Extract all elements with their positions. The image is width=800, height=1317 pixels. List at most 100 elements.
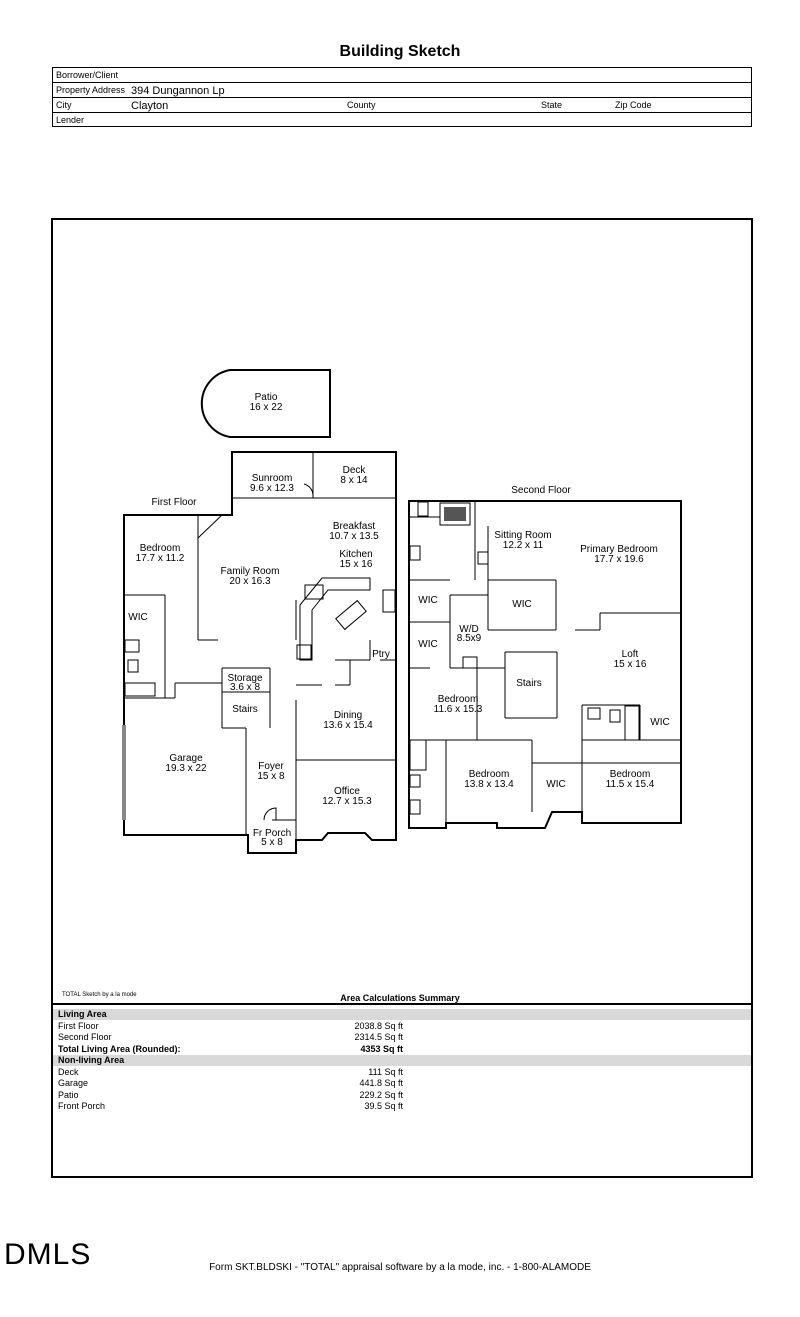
family-room-label: Family Room: [221, 566, 280, 577]
deck-label: Deck: [343, 465, 367, 476]
dmls-logo: DMLS: [4, 1238, 92, 1271]
bedroom2-dims: 11.6 x 15.3: [434, 704, 483, 715]
wic5-label: WIC: [650, 717, 669, 728]
garage-area-label: Garage: [58, 1078, 89, 1088]
form-footer: Form SKT.BLDSKI - "TOTAL" appraisal soft…: [209, 1262, 591, 1273]
total-living-label: Total Living Area (Rounded):: [58, 1044, 181, 1054]
second-floor-area-label: Second Floor: [58, 1032, 112, 1042]
office-label: Office: [334, 786, 360, 797]
second-floor-title: Second Floor: [511, 485, 571, 496]
summary-title: Area Calculations Summary: [340, 993, 460, 1003]
living-area-band: Living Area: [53, 1009, 751, 1020]
sitting-room-label: Sitting Room: [494, 530, 551, 541]
summary-divider: [51, 1003, 753, 1005]
lender-row: Lender: [53, 113, 751, 128]
city-row: City Clayton County State Zip Code: [53, 98, 751, 113]
patio-outline: [200, 369, 331, 438]
garage-row: Garage 441.8 Sq ft: [53, 1078, 751, 1089]
state-label: State: [541, 100, 563, 110]
address-value: 394 Dungannon Lp: [131, 85, 225, 97]
patio-dims: 16 x 22: [250, 402, 283, 413]
first-floor-title: First Floor: [152, 497, 198, 508]
office-dims: 12.7 x 15.3: [322, 796, 372, 807]
wd-dims: 8.5x9: [457, 633, 482, 644]
deck-row: Deck 111 Sq ft: [53, 1067, 751, 1078]
first-floor-area-label: First Floor: [58, 1021, 99, 1031]
first-floor-area-value: 2038.8 Sq ft: [354, 1021, 403, 1031]
garage-label: Garage: [169, 753, 203, 764]
sketch-frame: [51, 218, 753, 1178]
breakfast-dims: 10.7 x 13.5: [329, 531, 379, 542]
dining-dims: 13.6 x 15.4: [323, 720, 373, 731]
sunroom-label: Sunroom: [252, 473, 293, 484]
floor-plan: Patio 16 x 22 Sunroom 9.6 x 12.3 Deck 8 …: [122, 369, 682, 854]
wic1-label: WIC: [128, 612, 147, 623]
bedroom4-dims: 11.5 x 15.4: [606, 779, 655, 790]
address-label: Property Address: [56, 85, 126, 95]
sitting-room-dims: 12.2 x 11: [503, 540, 544, 551]
garage-area-value: 441.8 Sq ft: [359, 1078, 403, 1088]
wic2-label: WIC: [418, 595, 437, 606]
second-floor-area-value: 2314.5 Sq ft: [354, 1032, 403, 1042]
foyer-dims: 15 x 8: [257, 771, 285, 782]
total-living-value: 4353 Sq ft: [360, 1044, 403, 1054]
nonliving-area-band: Non-living Area: [53, 1055, 751, 1066]
front-porch-dims: 5 x 8: [261, 837, 283, 848]
property-header-table: Borrower/Client Property Address 394 Dun…: [52, 67, 752, 127]
nonliving-area-label: Non-living Area: [58, 1055, 125, 1065]
deck-area-label: Deck: [58, 1067, 79, 1077]
lender-label: Lender: [56, 115, 85, 125]
loft-dims: 15 x 16: [614, 659, 647, 670]
kitchen-label: Kitchen: [339, 549, 372, 560]
kitchen-dims: 15 x 16: [340, 559, 373, 570]
patio-row: Patio 229.2 Sq ft: [53, 1090, 751, 1101]
patio-label: Patio: [255, 392, 278, 403]
garage-dims: 19.3 x 22: [165, 763, 207, 774]
bedroom2-label: Bedroom: [438, 694, 479, 705]
second-floor-outline: [408, 500, 682, 829]
dining-label: Dining: [334, 710, 362, 721]
first-floor-row: First Floor 2038.8 Sq ft: [53, 1021, 751, 1032]
front-porch-row: Front Porch 39.5 Sq ft: [53, 1101, 751, 1112]
borrower-label: Borrower/Client: [56, 70, 119, 80]
family-room-dims: 20 x 16.3: [229, 576, 271, 587]
county-label: County: [347, 100, 376, 110]
front-porch-label: Fr Porch: [253, 828, 291, 839]
address-row: Property Address 394 Dungannon Lp: [53, 83, 751, 98]
patio-area-value: 229.2 Sq ft: [359, 1090, 403, 1100]
front-porch-area-label: Front Porch: [58, 1101, 106, 1111]
bedroom1-label: Bedroom: [140, 543, 181, 554]
stairs2-label: Stairs: [516, 678, 542, 689]
city-value: Clayton: [131, 100, 169, 112]
bedroom3-dims: 13.8 x 13.4: [464, 779, 514, 790]
deck-area-value: 111 Sq ft: [368, 1067, 403, 1077]
pantry-label: Ptry: [372, 649, 390, 660]
total-living-row: Total Living Area (Rounded): 4353 Sq ft: [53, 1044, 751, 1055]
living-area-label: Living Area: [58, 1009, 107, 1019]
storage-dims: 3.6 x 8: [230, 682, 260, 693]
front-porch-area-value: 39.5 Sq ft: [364, 1101, 403, 1111]
wic6-label: WIC: [546, 779, 565, 790]
sunroom-dims: 9.6 x 12.3: [250, 483, 294, 494]
borrower-row: Borrower/Client: [53, 68, 751, 83]
foyer-label: Foyer: [258, 761, 284, 772]
wic4-label: WIC: [418, 639, 437, 650]
patio-area-label: Patio: [58, 1090, 79, 1100]
bedroom1-dims: 17.7 x 11.2: [136, 553, 185, 564]
page-title: Building Sketch: [339, 43, 461, 60]
wic3-label: WIC: [512, 599, 531, 610]
bedroom3-label: Bedroom: [469, 769, 510, 780]
second-floor-row: Second Floor 2314.5 Sq ft: [53, 1032, 751, 1043]
breakfast-label: Breakfast: [333, 521, 375, 532]
deck-dims: 8 x 14: [340, 475, 368, 486]
sketch-credit: TOTAL Sketch by a la mode: [62, 992, 137, 998]
zip-label: Zip Code: [615, 100, 652, 110]
loft-label: Loft: [622, 649, 639, 660]
wd-label: W/D: [459, 624, 478, 635]
stairs1-label: Stairs: [232, 704, 258, 715]
bedroom4-label: Bedroom: [610, 769, 651, 780]
city-label: City: [56, 100, 72, 110]
primary-bedroom-label: Primary Bedroom: [580, 544, 658, 555]
storage-label: Storage: [227, 673, 262, 684]
primary-bedroom-dims: 17.7 x 19.6: [594, 554, 644, 565]
